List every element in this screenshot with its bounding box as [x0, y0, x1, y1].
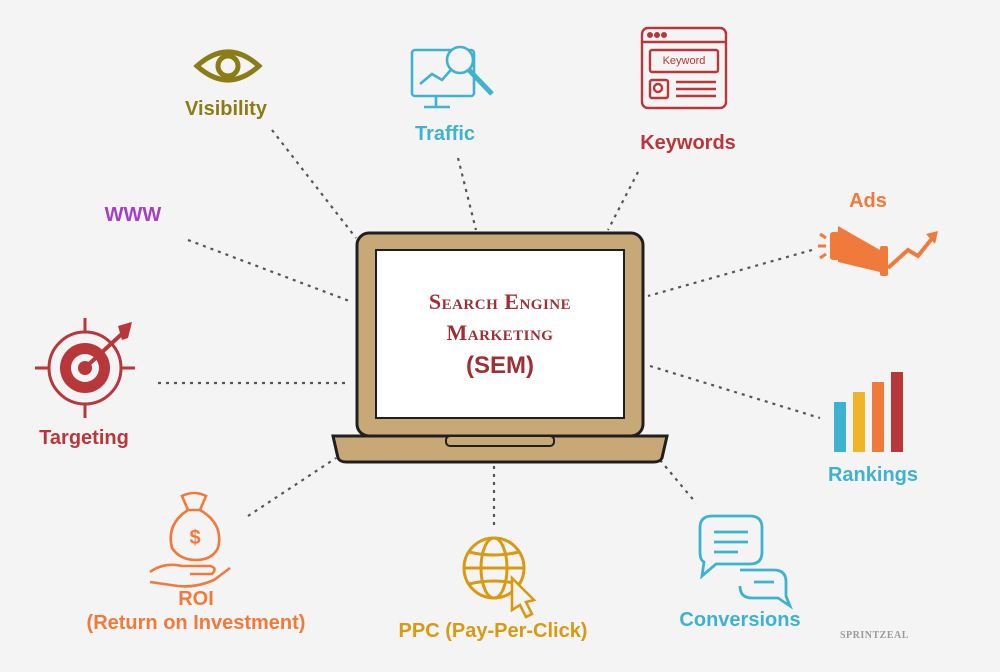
sem-title-line2: Marketing	[446, 320, 554, 346]
brand-logo: SPRINTZEAL	[840, 630, 909, 641]
keyword-box-label: Keyword	[662, 55, 706, 67]
laptop-icon	[331, 231, 669, 464]
label-rankings: Rankings	[827, 464, 919, 486]
label-roi: ROI (Return on Investment)	[87, 587, 306, 635]
chat-bubbles-icon	[698, 514, 793, 610]
globe-cursor-icon	[462, 536, 537, 619]
label-roi-line2: (Return on Investment)	[86, 612, 306, 634]
connector-conversions	[659, 459, 697, 504]
connector-lines	[158, 129, 821, 528]
sem-title: Search Engine Marketing (SEM)	[378, 254, 622, 416]
connector-www	[187, 238, 353, 304]
label-conversions: Conversions	[679, 609, 801, 631]
label-www: WWW	[104, 204, 162, 226]
label-targeting: Targeting	[39, 427, 129, 449]
connector-roi	[247, 457, 337, 517]
sem-title-line1: Search Engine	[428, 289, 572, 315]
label-ads: Ads	[849, 190, 887, 212]
label-visibility: Visibility	[185, 98, 267, 120]
bar-chart-icon	[834, 372, 903, 452]
money-bag-hand-icon: $	[149, 491, 231, 588]
sem-title-line3: (SEM)	[466, 352, 534, 379]
browser-keyword-icon	[640, 26, 728, 110]
connector-visibility	[271, 129, 357, 239]
monitor-chart-magnifier-icon	[410, 45, 494, 109]
connector-ads	[647, 248, 813, 298]
label-roi-line1: ROI	[178, 588, 214, 610]
target-arrow-icon	[35, 318, 135, 418]
eye-icon	[193, 49, 263, 83]
svg-text:$: $	[189, 527, 200, 549]
connector-traffic	[456, 157, 478, 231]
label-keywords: Keywords	[640, 132, 736, 154]
label-ppc: PPC (Pay-Per-Click)	[398, 620, 588, 642]
connector-rankings	[649, 364, 821, 420]
megaphone-arrow-icon	[818, 226, 938, 276]
connector-keywords	[607, 171, 639, 231]
label-traffic: Traffic	[414, 123, 476, 145]
